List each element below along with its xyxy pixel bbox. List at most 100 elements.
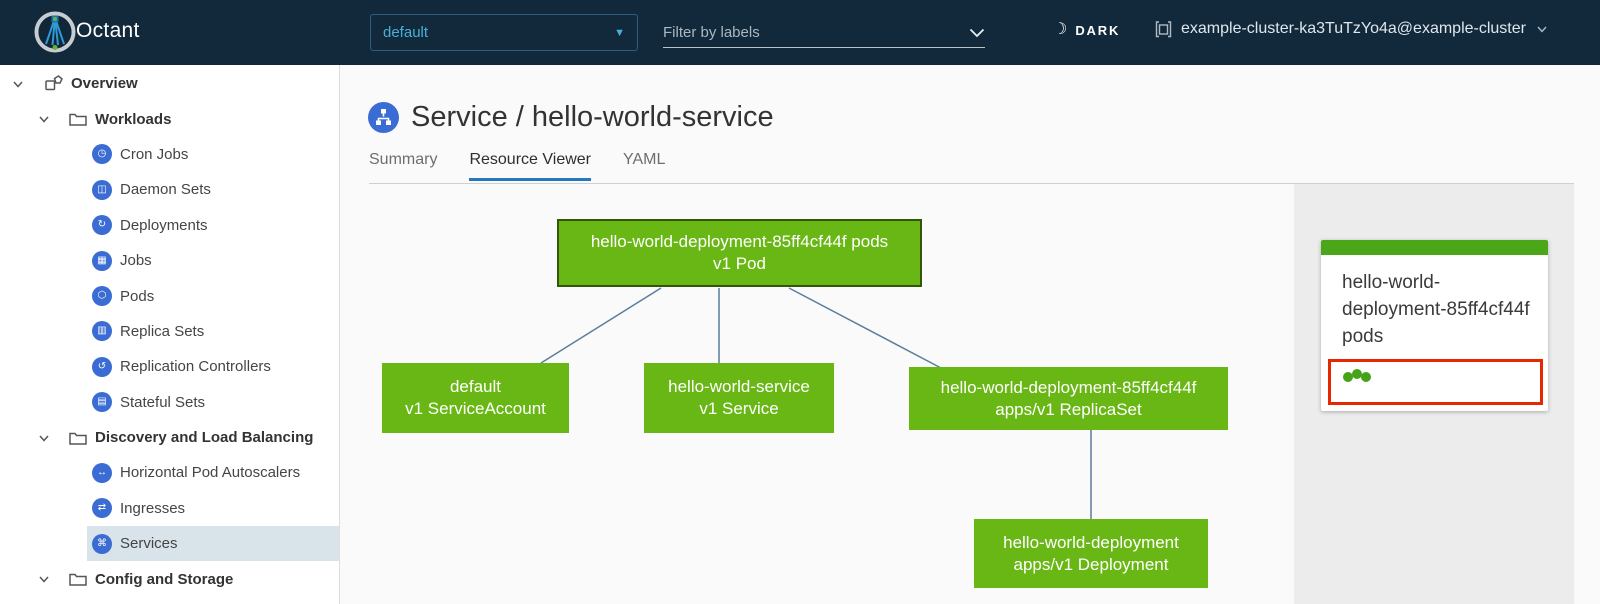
node-name: default bbox=[449, 377, 502, 396]
node-kind: apps/v1 Deployment bbox=[1013, 554, 1169, 574]
chevron-down-icon[interactable] bbox=[11, 77, 25, 91]
graph-node-serviceaccount[interactable]: default v1 ServiceAccount bbox=[382, 363, 569, 433]
cluster-selector[interactable]: example-cluster-ka3TuTzYo4a@example-clus… bbox=[1155, 20, 1547, 38]
graph-node-replicaset[interactable]: hello-world-deployment-85ff4cf44f apps/v… bbox=[909, 367, 1228, 430]
node-kind: v1 ServiceAccount bbox=[405, 399, 546, 418]
sidebar-item-jobs[interactable]: ▦ Jobs bbox=[0, 243, 339, 278]
replication-controller-icon: ↺ bbox=[92, 356, 112, 377]
app-title: Octant bbox=[76, 19, 140, 42]
chevron-down-icon[interactable] bbox=[37, 431, 51, 445]
sidebar-item-label: Services bbox=[120, 535, 178, 553]
tab-summary[interactable]: Summary bbox=[369, 151, 438, 168]
sidebar-item-replica-sets[interactable]: ▥ Replica Sets bbox=[0, 314, 339, 349]
node-kind: v1 Pod bbox=[713, 254, 766, 273]
theme-toggle-label: DARK bbox=[1075, 22, 1121, 38]
chevron-down-icon bbox=[1537, 26, 1547, 33]
filter-labels-placeholder: Filter by labels bbox=[663, 24, 760, 41]
node-name: hello-world-deployment-85ff4cf44f pods bbox=[590, 232, 889, 251]
folder-icon bbox=[69, 432, 87, 445]
pod-status-highlight-box[interactable] bbox=[1328, 359, 1543, 405]
sidebar-item-replication-controllers[interactable]: ↺ Replication Controllers bbox=[0, 349, 339, 384]
sidebar-item-workloads[interactable]: Workloads bbox=[0, 101, 339, 136]
app-header: Octant default ▼ Filter by labels ☾ DARK… bbox=[0, 0, 1600, 65]
sidebar-item-label: Overview bbox=[71, 75, 138, 93]
card-status-bar bbox=[1321, 240, 1548, 255]
daemonset-icon: ◫ bbox=[92, 179, 112, 200]
service-icon bbox=[368, 102, 399, 133]
edge-pod-replicaset bbox=[788, 287, 942, 369]
selected-resource-card[interactable]: hello-world-deployment-85ff4cf44f pods bbox=[1321, 240, 1548, 411]
cluster-name: example-cluster-ka3TuTzYo4a@example-clus… bbox=[1181, 20, 1526, 37]
hpa-icon: ↔ bbox=[92, 462, 112, 483]
sidebar-item-daemon-sets[interactable]: ◫ Daemon Sets bbox=[0, 172, 339, 207]
sidebar-item-deployments[interactable]: ↻ Deployments bbox=[0, 208, 339, 243]
chevron-down-icon[interactable] bbox=[969, 28, 985, 38]
sidebar-item-discovery-and-load-balancing[interactable]: Discovery and Load Balancing bbox=[0, 420, 339, 455]
sidebar-item-label: Replica Sets bbox=[120, 322, 205, 340]
sidebar-item-label: Stateful Sets bbox=[120, 393, 206, 411]
overview-icon bbox=[45, 74, 63, 90]
statefulset-icon: ▤ bbox=[92, 392, 112, 413]
sidebar-item-overview[interactable]: Overview bbox=[0, 66, 339, 101]
sidebar-item-ingresses[interactable]: ⇄ Ingresses bbox=[0, 491, 339, 526]
deployment-icon: ↻ bbox=[92, 215, 112, 236]
node-name: hello-world-deployment bbox=[1003, 532, 1179, 552]
cronjob-icon: ◷ bbox=[92, 144, 112, 165]
sidebar-item-label: Deployments bbox=[120, 216, 208, 234]
sidebar-nav: Overview Workloads ◷ Cron Jobs ◫ Daemon … bbox=[0, 65, 340, 604]
detail-panel: hello-world-deployment-85ff4cf44f pods bbox=[1294, 184, 1574, 604]
chevron-down-icon[interactable] bbox=[37, 572, 51, 586]
pod-status-dot bbox=[1343, 372, 1353, 382]
sidebar-item-stateful-sets[interactable]: ▤ Stateful Sets bbox=[0, 385, 339, 420]
node-name: hello-world-service bbox=[668, 377, 810, 396]
ingress-icon: ⇄ bbox=[92, 498, 112, 519]
node-kind: apps/v1 ReplicaSet bbox=[995, 399, 1142, 419]
folder-icon bbox=[69, 113, 87, 126]
namespace-dropdown-value: default bbox=[383, 24, 429, 41]
node-kind: v1 Service bbox=[699, 399, 779, 418]
cluster-icon bbox=[1155, 20, 1172, 37]
graph-node-pod[interactable]: hello-world-deployment-85ff4cf44f pods v… bbox=[557, 219, 922, 287]
sidebar-item-horizontal-pod-autoscalers[interactable]: ↔ Horizontal Pod Autoscalers bbox=[0, 455, 339, 490]
theme-toggle-button[interactable]: ☾ DARK bbox=[1053, 21, 1121, 38]
namespace-dropdown[interactable]: default ▼ bbox=[370, 14, 638, 51]
sidebar-item-label: Cron Jobs bbox=[120, 145, 189, 163]
tab-resource-viewer[interactable]: Resource Viewer bbox=[469, 151, 591, 181]
node-name: hello-world-deployment-85ff4cf44f bbox=[940, 377, 1197, 397]
page-title: Service / hello-world-service bbox=[411, 101, 774, 133]
sidebar-item-label: Replication Controllers bbox=[120, 358, 271, 376]
main-content: Service / hello-world-service Summary Re… bbox=[340, 65, 1600, 604]
graph-node-deployment[interactable]: hello-world-deployment apps/v1 Deploymen… bbox=[974, 519, 1208, 588]
moon-icon: ☾ bbox=[1053, 21, 1068, 38]
tab-divider bbox=[369, 183, 1574, 184]
sidebar-item-label: Ingresses bbox=[120, 499, 186, 517]
sidebar-item-config-and-storage[interactable]: Config and Storage bbox=[0, 561, 339, 596]
octant-logo-icon bbox=[34, 11, 76, 53]
sidebar-item-label: Pods bbox=[120, 287, 155, 305]
page-title-row: Service / hello-world-service bbox=[368, 101, 774, 134]
sidebar-item-cron-jobs[interactable]: ◷ Cron Jobs bbox=[0, 137, 339, 172]
graph-node-service[interactable]: hello-world-service v1 Service bbox=[644, 363, 834, 433]
pod-status-dot bbox=[1352, 369, 1362, 379]
tab-bar: Summary Resource Viewer YAML bbox=[369, 151, 665, 181]
chevron-down-icon[interactable] bbox=[37, 112, 51, 126]
caret-down-icon: ▼ bbox=[614, 26, 625, 39]
pod-icon: ⬡ bbox=[92, 286, 112, 307]
tab-yaml[interactable]: YAML bbox=[623, 151, 666, 168]
graph-edges bbox=[540, 287, 1092, 519]
replicaset-icon: ▥ bbox=[92, 321, 112, 342]
sidebar-item-pods[interactable]: ⬡ Pods bbox=[0, 278, 339, 313]
edge-pod-serviceaccount bbox=[540, 287, 662, 364]
service-icon: ⌘ bbox=[92, 533, 112, 554]
sidebar-item-label: Discovery and Load Balancing bbox=[95, 429, 314, 447]
folder-icon bbox=[69, 573, 87, 586]
sidebar-item-label: Daemon Sets bbox=[120, 181, 211, 199]
sidebar-item-label: Config and Storage bbox=[95, 570, 234, 588]
sidebar-item-label: Jobs bbox=[120, 252, 152, 270]
filter-labels-input[interactable]: Filter by labels bbox=[663, 18, 985, 48]
sidebar-item-label: Horizontal Pod Autoscalers bbox=[120, 464, 301, 482]
sidebar-item-services[interactable]: ⌘ Services bbox=[0, 526, 339, 562]
pod-status-dot bbox=[1361, 372, 1371, 382]
card-title: hello-world-deployment-85ff4cf44f pods bbox=[1342, 272, 1530, 347]
job-icon: ▦ bbox=[92, 250, 112, 271]
